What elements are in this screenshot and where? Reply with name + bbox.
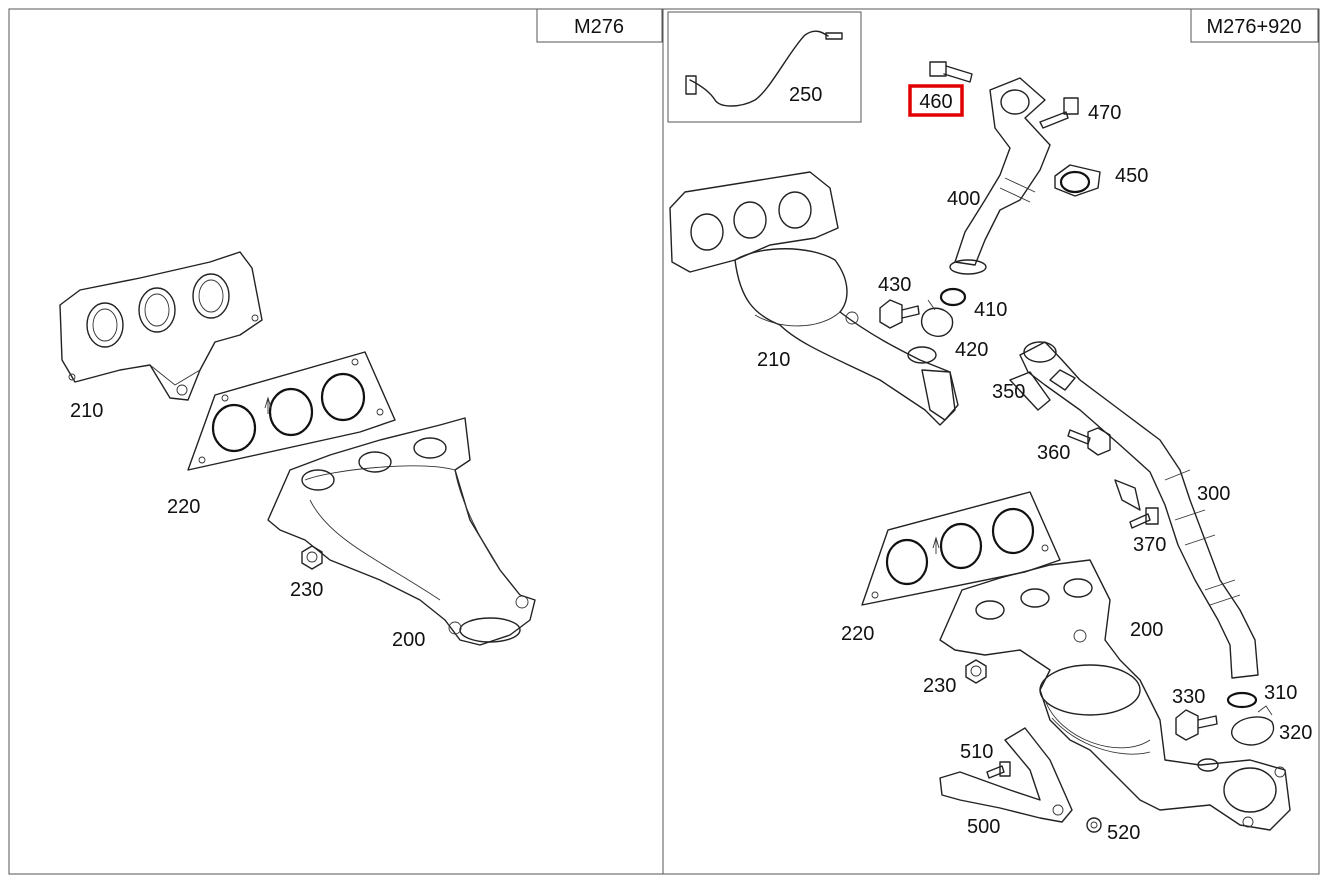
callout-400: 400 — [947, 188, 980, 210]
callout-320: 320 — [1279, 722, 1312, 744]
callout-250: 250 — [789, 84, 822, 106]
callout-500: 500 — [967, 816, 1000, 838]
part-500-bracket[interactable] — [939, 727, 1073, 823]
part-210-right-manifold[interactable] — [669, 171, 959, 426]
part-460-bolt[interactable] — [929, 61, 973, 83]
part-220-right-gasket[interactable] — [861, 491, 1061, 606]
part-230-right-nut[interactable] — [965, 659, 987, 684]
callout-410: 410 — [974, 299, 1007, 321]
part-200-left-manifold[interactable] — [267, 417, 536, 646]
part-400-pipe[interactable] — [949, 77, 1051, 275]
part-410-ring[interactable] — [939, 287, 967, 307]
part-350-bracket[interactable] — [1009, 371, 1051, 411]
callout-310: 310 — [1264, 682, 1297, 704]
callout-200-right: 200 — [1130, 619, 1163, 641]
right-panel-title: M276+920 — [1206, 16, 1301, 38]
callout-510: 510 — [960, 741, 993, 763]
callout-370: 370 — [1133, 534, 1166, 556]
callout-470: 470 — [1088, 102, 1121, 124]
callout-430: 430 — [878, 274, 911, 296]
part-220-left-gasket[interactable] — [187, 351, 396, 471]
callout-210-right: 210 — [757, 349, 790, 371]
part-420-clamp[interactable] — [920, 299, 954, 337]
part-360-bolt[interactable] — [1067, 427, 1111, 456]
callout-230-right: 230 — [923, 675, 956, 697]
right-panel-title-box: M276+920 — [1190, 8, 1319, 43]
part-370-bolt[interactable] — [1114, 479, 1159, 529]
callout-200-left: 200 — [392, 629, 425, 651]
callout-360: 360 — [1037, 442, 1070, 464]
part-310-ring[interactable] — [1226, 691, 1258, 709]
callout-420: 420 — [955, 339, 988, 361]
callout-460: 460 — [919, 91, 952, 113]
part-250-oxygen-sensor[interactable] — [667, 11, 862, 123]
part-300-pipe[interactable] — [1019, 341, 1259, 679]
callout-350: 350 — [992, 381, 1025, 403]
part-520-nut[interactable] — [1086, 817, 1102, 833]
callout-230-left: 230 — [290, 579, 323, 601]
callout-450: 450 — [1115, 165, 1148, 187]
callout-210-left: 210 — [70, 400, 103, 422]
part-200-right-manifold[interactable] — [939, 559, 1291, 831]
left-panel-title: M276 — [574, 16, 624, 38]
callout-220-right: 220 — [841, 623, 874, 645]
callout-330: 330 — [1172, 686, 1205, 708]
part-330-bolt[interactable] — [1175, 709, 1218, 741]
part-450-gasket[interactable] — [1054, 164, 1101, 197]
part-430-bolt[interactable] — [879, 299, 920, 329]
part-510-bolt[interactable] — [986, 761, 1011, 779]
part-470-bolt[interactable] — [1039, 97, 1079, 129]
callout-300: 300 — [1197, 483, 1230, 505]
outer-frame — [8, 8, 1320, 875]
callout-220-left: 220 — [167, 496, 200, 518]
callout-460-highlight-box — [908, 84, 964, 117]
part-320-clamp[interactable] — [1231, 705, 1275, 746]
part-210-left-manifold[interactable] — [59, 251, 263, 401]
part-230-left-nut[interactable] — [301, 545, 323, 570]
left-panel-title-box: M276 — [536, 8, 663, 43]
callout-520: 520 — [1107, 822, 1140, 844]
